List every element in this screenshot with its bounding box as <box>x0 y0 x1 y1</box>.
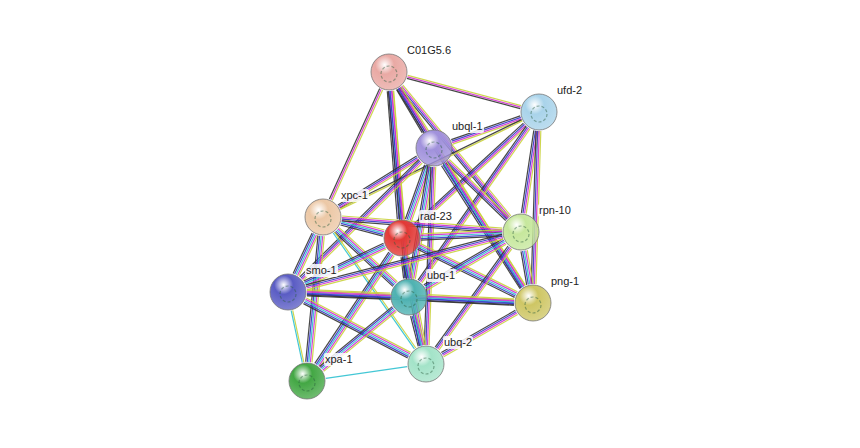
protein-node: ubq-1 <box>390 278 428 316</box>
structure-icon <box>381 66 397 82</box>
structure-icon <box>401 291 417 307</box>
node-label: ufd-2 <box>556 84 583 97</box>
evidence-line <box>414 315 422 345</box>
protein-node: png-1 <box>514 284 552 322</box>
interaction-edge <box>291 310 304 362</box>
evidence-line <box>291 311 302 363</box>
evidence-line <box>447 162 507 220</box>
node-label: ubq-1 <box>426 269 456 282</box>
evidence-line <box>408 75 521 105</box>
interaction-edge <box>320 307 397 372</box>
node-circle <box>391 279 427 315</box>
evidence-line <box>303 304 407 358</box>
evidence-line <box>323 310 396 370</box>
structure-icon <box>426 142 442 158</box>
protein-node: C01G5.6 <box>370 53 408 91</box>
node-circle <box>305 199 341 235</box>
protein-node: smo-1 <box>269 273 307 311</box>
interaction-edge <box>407 75 521 108</box>
protein-node: ubq-2 <box>407 345 445 383</box>
evidence-line <box>444 315 518 357</box>
node-circle <box>408 346 444 382</box>
evidence-line <box>441 310 515 352</box>
node-ball <box>415 129 453 167</box>
evidence-line <box>428 301 514 305</box>
interaction-edge <box>446 160 509 221</box>
node-ball <box>288 362 326 400</box>
evidence-line <box>293 310 304 362</box>
node-circle <box>289 363 325 399</box>
structure-icon <box>525 297 541 313</box>
node-label: xpa-1 <box>324 353 354 366</box>
node-ball <box>390 278 428 316</box>
node-label: ubq-2 <box>443 336 473 349</box>
structure-icon <box>513 226 529 242</box>
evidence-line <box>321 308 394 368</box>
interaction-edge <box>451 116 522 144</box>
node-label: smo-1 <box>305 264 338 277</box>
node-ball <box>514 284 552 322</box>
interaction-edge <box>411 315 425 347</box>
node-ball <box>304 198 342 236</box>
evidence-line <box>442 312 516 354</box>
node-circle <box>416 130 452 166</box>
evidence-line <box>324 312 397 372</box>
evidence-line <box>340 120 522 208</box>
evidence-line <box>446 163 506 221</box>
evidence-line <box>341 223 383 234</box>
node-ball <box>370 53 408 91</box>
node-ball <box>407 345 445 383</box>
evidence-line <box>411 316 419 346</box>
evidence-line <box>521 251 527 284</box>
node-label: ubql-1 <box>451 120 484 133</box>
evidence-line <box>340 159 419 208</box>
structure-icon <box>418 358 434 374</box>
evidence-line <box>340 160 419 209</box>
node-circle <box>521 94 557 130</box>
node-circle <box>384 220 420 256</box>
evidence-line <box>326 367 407 379</box>
node-ball <box>383 219 421 257</box>
node-label: png-1 <box>550 275 580 288</box>
evidence-line <box>320 307 393 367</box>
structure-icon <box>299 375 315 391</box>
structure-icon <box>531 106 547 122</box>
protein-node: rpn-10 <box>502 213 540 251</box>
node-circle <box>515 285 551 321</box>
protein-node: xpc-1 <box>304 198 342 236</box>
evidence-line <box>407 78 520 108</box>
structure-icon <box>394 232 410 248</box>
node-ball <box>520 93 558 131</box>
interaction-edge <box>441 310 517 356</box>
node-ball <box>502 213 540 251</box>
interaction-edge <box>428 295 514 306</box>
interaction-edge <box>521 250 533 285</box>
node-label: rad-23 <box>419 210 453 223</box>
structure-icon <box>315 211 331 227</box>
evidence-line <box>443 313 517 355</box>
evidence-line <box>322 309 395 369</box>
interaction-edge <box>326 367 407 379</box>
evidence-line <box>329 89 379 199</box>
protein-node: rad-23 <box>383 219 421 257</box>
node-label: xpc-1 <box>340 189 369 202</box>
node-ball <box>269 273 307 311</box>
node-circle <box>371 54 407 90</box>
node-circle <box>270 274 306 310</box>
interaction-edge <box>424 239 506 290</box>
node-label: rpn-10 <box>538 204 572 217</box>
node-label: C01G5.6 <box>406 44 452 57</box>
structure-icon <box>280 286 296 302</box>
node-circle <box>503 214 539 250</box>
evidence-line <box>412 316 420 346</box>
evidence-line <box>420 244 517 292</box>
protein-node: ubql-1 <box>415 129 453 167</box>
evidence-line <box>407 77 520 107</box>
evidence-line <box>521 130 533 213</box>
protein-node: xpa-1 <box>288 362 326 400</box>
evidence-line <box>531 131 536 284</box>
protein-node: ufd-2 <box>520 93 558 131</box>
evidence-line <box>309 236 321 362</box>
